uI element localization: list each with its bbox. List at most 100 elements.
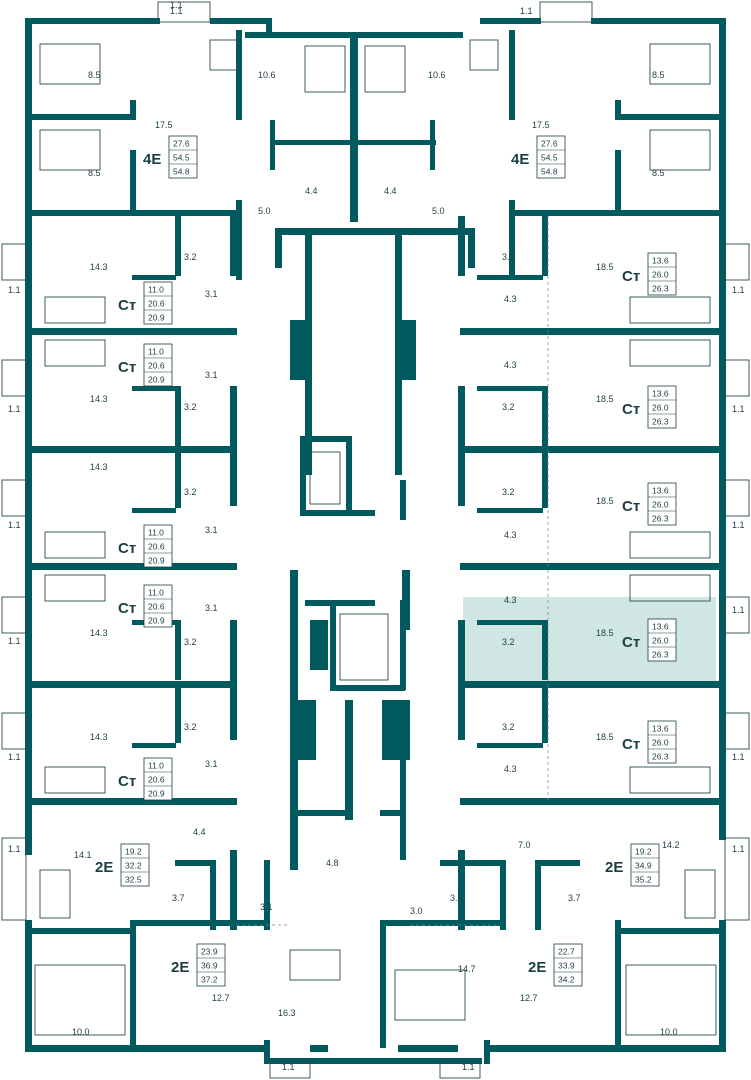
area-value: 20.9: [148, 789, 165, 799]
room-area-label: 3.1: [205, 525, 218, 535]
room-area-label: 8.5: [88, 168, 101, 178]
apartment-tags: 4E27.654.554.84E27.654.554.8Ст11.020.620…: [95, 135, 677, 987]
area-value: 27.6: [173, 139, 190, 149]
room-area-label: 3.2: [502, 722, 515, 732]
room-area-label: 1.1: [8, 520, 21, 530]
area-value: 32.2: [125, 861, 142, 871]
room-area-label: 18.5: [596, 394, 614, 404]
room-area-label: 3.1: [205, 759, 218, 769]
room-area-label: 1.1: [170, 6, 183, 16]
room-area-label: 8.5: [652, 168, 665, 178]
area-value: 26.3: [652, 514, 669, 524]
room-area-label: 4.4: [193, 827, 206, 837]
room-area-label: 5.0: [258, 206, 271, 216]
area-table: [647, 482, 677, 526]
area-value: 33.9: [558, 961, 575, 971]
area-value: 20.9: [148, 616, 165, 626]
room-area-label: 14.3: [90, 628, 108, 638]
furniture: [34, 39, 717, 1036]
room-area-label: 7.0: [518, 840, 531, 850]
dashed-lines: [236, 216, 549, 926]
area-table: [647, 385, 677, 429]
area-table: [647, 252, 677, 296]
area-table: [630, 843, 660, 887]
area-table: [143, 757, 173, 801]
apartment-type-label: Ст: [118, 773, 136, 790]
area-value: 26.0: [652, 636, 669, 646]
apartment-tag-ct-left-4[interactable]: Ст 11.0 20.6 20.9: [118, 584, 173, 628]
room-area-label: 14.2: [662, 840, 680, 850]
room-area-label: 3.5: [450, 893, 463, 903]
area-value: 11.0: [148, 588, 164, 598]
room-area-label: 3.2: [184, 487, 197, 497]
area-value: 19.2: [125, 847, 142, 857]
room-area-label: 3.1: [260, 902, 273, 912]
area-value: 35.2: [635, 875, 652, 885]
area-value: 19.2: [635, 847, 652, 857]
room-area-label: 14.7: [458, 964, 476, 974]
apartment-type-label: Ст: [118, 600, 136, 617]
room-area-label: 14.3: [90, 462, 108, 472]
room-area-label: 3.2: [502, 487, 515, 497]
apartment-type-label: Ст: [622, 736, 640, 753]
room-area-label: 3.1: [205, 289, 218, 299]
area-value: 26.0: [652, 500, 669, 510]
left-row-walls: [32, 216, 237, 930]
apartment-type-label: Ст: [622, 634, 640, 651]
room-area-label: 3.0: [410, 906, 423, 916]
room-area-label: 4.8: [326, 858, 339, 868]
area-value: 20.6: [148, 602, 165, 612]
apartment-tag-ct-right-3[interactable]: Ст 13.6 26.0 26.3: [622, 482, 677, 526]
area-table: [196, 943, 226, 987]
room-area-label: 3.2: [502, 252, 515, 262]
room-area-label: 4.3: [504, 294, 517, 304]
area-value: 13.6: [652, 622, 669, 632]
area-value: 23.9: [201, 947, 218, 957]
area-value: 11.0: [148, 761, 164, 771]
area-value: 27.6: [541, 139, 558, 149]
room-area-label: 3.2: [184, 637, 197, 647]
apartment-type-label: 4E: [143, 151, 161, 168]
bottom-walls: [32, 860, 720, 1048]
room-area-label: 1.1: [8, 752, 21, 762]
room-area-label: 4.3: [504, 764, 517, 774]
area-value: 13.6: [652, 256, 669, 266]
room-area-label: 14.3: [90, 394, 108, 404]
area-value: 20.6: [148, 775, 165, 785]
room-area-label: 14.1: [74, 850, 92, 860]
room-area-label: 3.2: [502, 402, 515, 412]
area-value: 26.0: [652, 738, 669, 748]
area-value: 11.0: [148, 528, 164, 538]
area-table: [143, 281, 173, 325]
room-area-label: 4.3: [504, 595, 517, 605]
room-area-label: 4.4: [305, 186, 318, 196]
area-table: [143, 343, 173, 387]
room-area-label: 17.5: [155, 120, 173, 130]
area-value: 20.6: [148, 542, 165, 552]
area-value: 13.6: [652, 389, 669, 399]
area-table: [143, 584, 173, 628]
apartment-tag-ct-left-5[interactable]: Ст 11.0 20.6 20.9: [118, 757, 173, 801]
room-area-label: 14.3: [90, 262, 108, 272]
area-value: 13.6: [652, 486, 669, 496]
area-value: 37.2: [201, 975, 218, 985]
area-value: 20.6: [148, 361, 165, 371]
apartment-type-label: 2E: [605, 859, 623, 876]
highlighted-apartment-fill: [463, 597, 716, 682]
area-table: [143, 524, 173, 568]
apartment-type-label: Ст: [622, 498, 640, 515]
room-area-label: 1.1: [732, 605, 745, 615]
